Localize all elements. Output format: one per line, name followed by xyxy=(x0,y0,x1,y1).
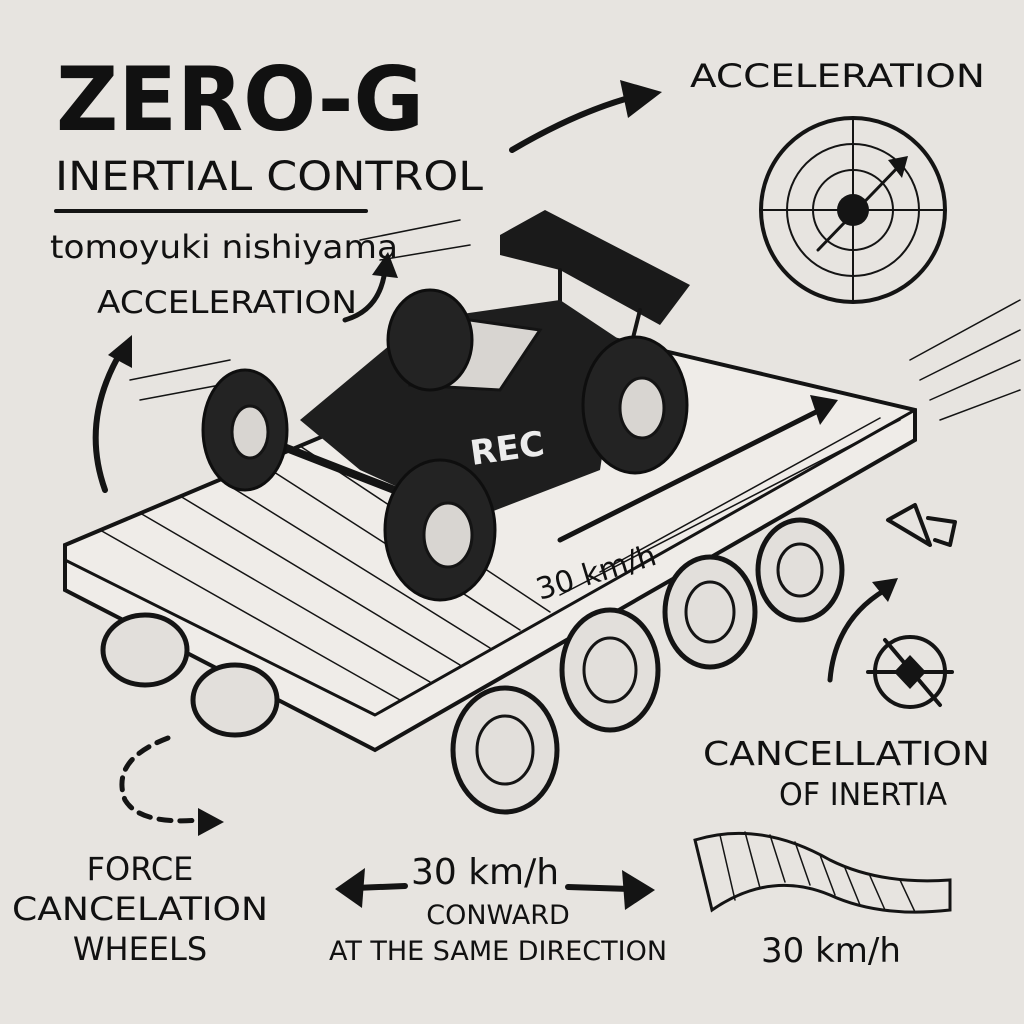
curved-arrow-icon xyxy=(342,252,398,323)
force-label-line3: WHEELS xyxy=(73,930,207,968)
cancellation-label-line1: CANCELLATION xyxy=(703,734,990,773)
center-speed-label: 30 km/h xyxy=(411,852,559,893)
curved-arrow-icon xyxy=(827,578,898,683)
acceleration-label-left: ACCELERATION xyxy=(97,285,357,321)
acceleration-label-top: ACCELERATION xyxy=(690,57,985,95)
flag-icon xyxy=(886,503,957,547)
author-name: tomoyuki nishiyama xyxy=(50,228,398,266)
center-label-line1: CONWARD xyxy=(426,900,570,931)
crosshair-icon xyxy=(866,635,954,709)
road-strip-icon xyxy=(693,831,952,914)
main-title: ZERO-G xyxy=(56,48,424,151)
force-label-line1: FORCE xyxy=(87,850,194,888)
rc-car: REC xyxy=(201,210,690,602)
force-label-line2: CANCELATION xyxy=(12,890,268,928)
platform-wheels xyxy=(100,517,845,815)
right-speed-label: 30 km/h xyxy=(761,931,901,971)
subtitle: INERTIAL CONTROL xyxy=(55,154,484,200)
cancellation-label-line2: OF INERTIA xyxy=(779,777,947,813)
arrow-icon xyxy=(509,80,662,153)
dashed-arrow-icon xyxy=(119,735,224,836)
target-icon xyxy=(759,116,947,304)
center-label-line2: AT THE SAME DIRECTION xyxy=(329,936,667,967)
speed-lines xyxy=(129,219,1021,421)
curved-arrow-icon xyxy=(92,335,132,493)
double-arrow-icon xyxy=(335,868,655,910)
